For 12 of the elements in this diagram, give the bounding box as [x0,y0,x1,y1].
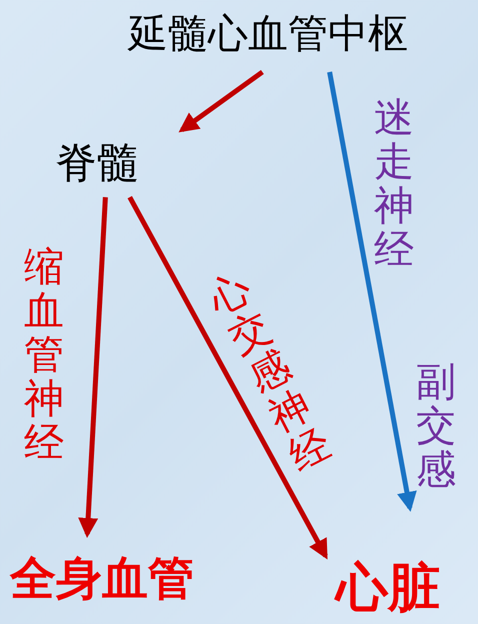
edge-label: 缩血管神经 [24,245,64,465]
edge-label: 心交感神经 [202,264,338,480]
node-label: 全身血管 [10,553,194,604]
arrow [78,197,108,538]
arrow [128,196,328,560]
arrow [327,72,417,512]
node-label: 延髓心血管中枢 [128,12,408,56]
nerve-label: 副交感 [416,360,456,492]
edge-label: 迷走神经 [374,96,414,272]
node-label: 心脏 [336,560,440,618]
node-label: 脊髓 [55,140,139,186]
arrow [178,70,264,132]
